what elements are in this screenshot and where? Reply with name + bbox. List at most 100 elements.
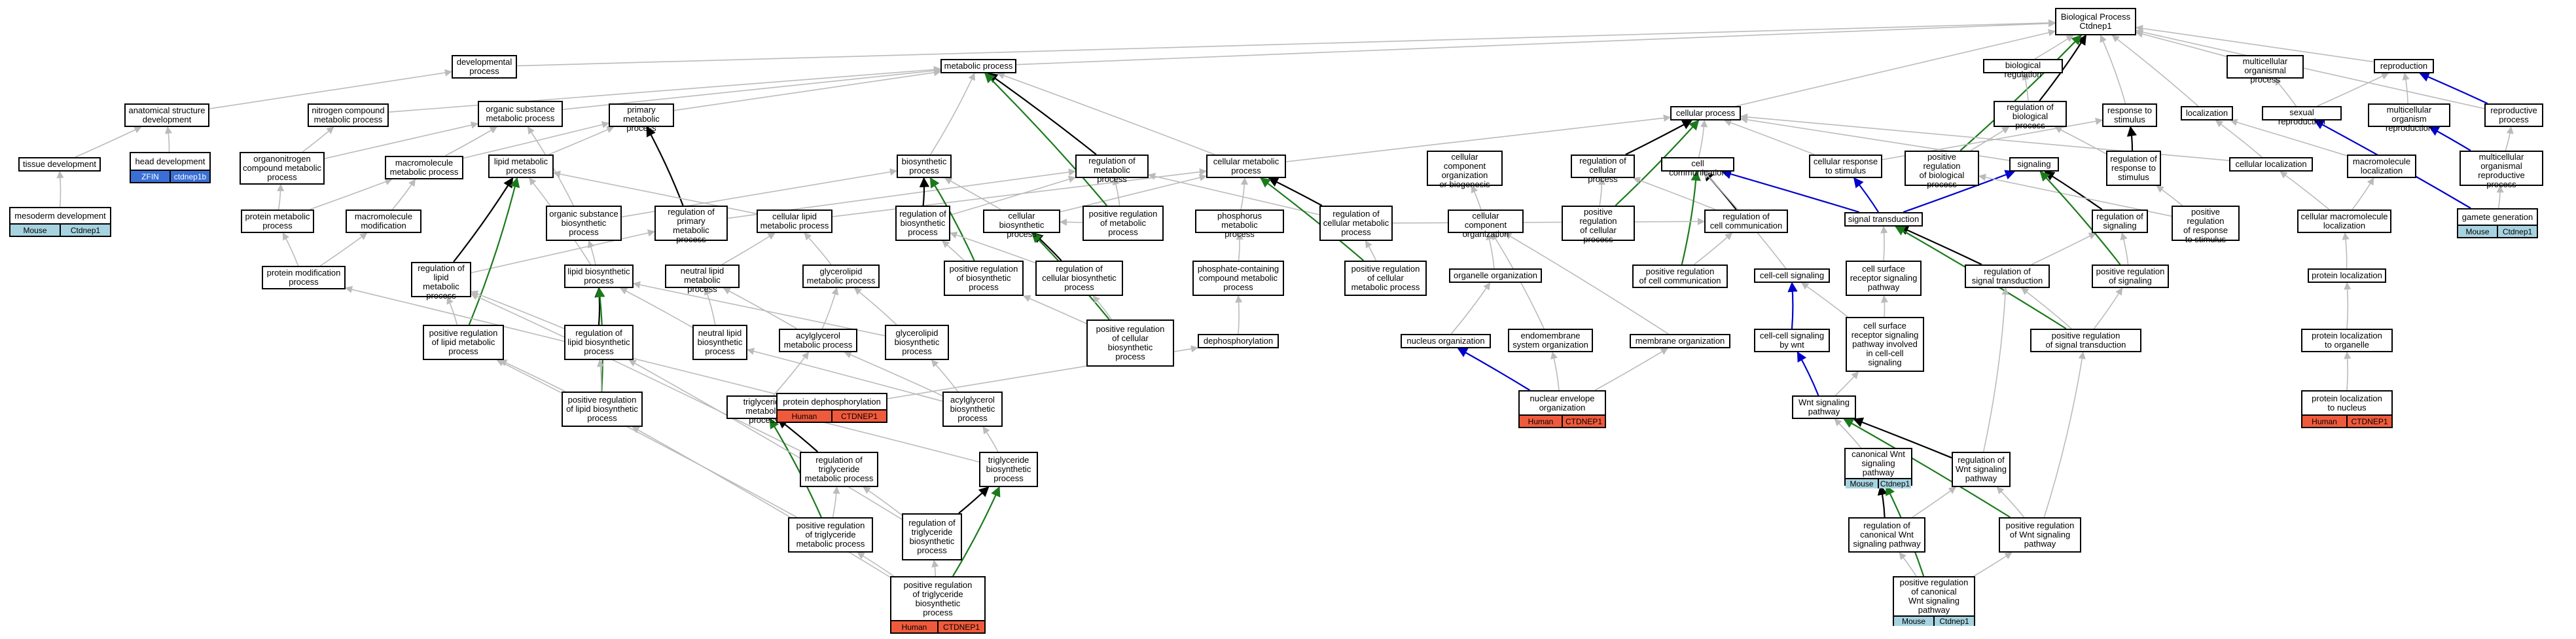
go-term-rlbp[interactable]: regulation of lipid biosynthetic process (564, 325, 634, 360)
go-term-ploc[interactable]: protein localization (2308, 268, 2386, 283)
go-term-mor[interactable]: multicellular organism reproduction (2368, 103, 2450, 133)
go-term-prcmp[interactable]: positive regulation of cellular metaboli… (1344, 261, 1427, 296)
go-term-rtgmp[interactable]: regulation of triglyceride metabolic pro… (800, 452, 878, 487)
go-term-ccs[interactable]: cell-cell signaling (1754, 268, 1830, 283)
go-term-cbsp[interactable]: cellular biosynthetic process (983, 210, 1060, 239)
go-term-phmp[interactable]: phosphorus metabolic process (1195, 210, 1284, 239)
go-term-rst[interactable]: regulation of signal transduction (1965, 265, 2050, 288)
go-term-ccsw[interactable]: cell-cell signaling by wnt (1754, 329, 1830, 352)
go-term-mmmod[interactable]: macromolecule modification (346, 210, 421, 233)
go-term-memorg[interactable]: membrane organization (1630, 334, 1730, 348)
go-term-plorg[interactable]: protein localization to organelle (2301, 329, 2393, 352)
go-term-osm[interactable]: organic substance metabolic process (478, 101, 563, 127)
go-term-csrwnt[interactable]: cell surface receptor signaling pathway … (1846, 317, 1924, 372)
go-term-rmp[interactable]: regulation of metabolic process (1075, 155, 1149, 184)
go-term-wnt[interactable]: Wnt signaling pathway (1792, 395, 1856, 419)
go-term-nucorg[interactable]: nucleus organization (1401, 334, 1491, 348)
go-term-rsig[interactable]: regulation of signaling (2092, 210, 2148, 233)
go-term-sexrep[interactable]: sexual reproduction (2262, 106, 2342, 126)
go-term-nlbp[interactable]: neutral lipid biosynthetic process (692, 325, 747, 360)
go-term-lmp[interactable]: lipid metabolic process (488, 155, 554, 178)
go-term-met[interactable]: metabolic process (940, 59, 1016, 73)
go-term-nlmp[interactable]: neutral lipid metabolic process (665, 265, 740, 294)
go-term-pmod[interactable]: protein modification process (262, 266, 346, 289)
go-term-prst[interactable]: positive regulation of signal transducti… (2030, 329, 2141, 352)
go-term-st[interactable]: signal transduction (1844, 212, 1923, 227)
go-term-prsig[interactable]: positive regulation of signaling (2092, 265, 2169, 288)
go-term-prmp[interactable]: protein metabolic process (241, 210, 314, 233)
go-term-prrs[interactable]: positive regulation of response to stimu… (2172, 206, 2240, 244)
go-term-rlmp[interactable]: regulation of lipid metabolic process (411, 262, 471, 301)
go-term-dev[interactable]: developmental process (452, 55, 517, 79)
go-term-reproproc[interactable]: reproductive process (2484, 103, 2543, 127)
go-term-glmp[interactable]: glycerolipid metabolic process (802, 265, 880, 288)
go-term-tdev[interactable]: tissue development (18, 157, 101, 172)
go-term-prtgmp[interactable]: positive regulation of triglyceride meta… (788, 517, 873, 553)
go-term-bioreg[interactable]: biological regulation (1983, 59, 2063, 79)
go-term-rcp[interactable]: regulation of cellular process (1571, 155, 1635, 184)
go-term-asd[interactable]: anatomical structure development (124, 103, 209, 127)
go-term-repro[interactable]: reproduction (2374, 59, 2434, 73)
go-term-cmp[interactable]: cellular metabolic process (1206, 155, 1286, 178)
go-term-cp[interactable]: cellular process (1670, 106, 1741, 120)
go-term-crs[interactable]: cellular response to stimulus (1809, 155, 1882, 178)
go-term-tgbp[interactable]: triglyceride biosynthetic process (979, 452, 1038, 487)
go-term-sig[interactable]: signaling (2009, 157, 2059, 172)
go-term-lbp[interactable]: lipid biosynthetic process (564, 265, 634, 288)
go-term-pmp[interactable]: primary metabolic process (609, 103, 674, 133)
go-term-ccorg[interactable]: cellular component organization (1448, 210, 1524, 239)
go-term-prcc[interactable]: positive regulation of cell communicatio… (1632, 265, 1728, 288)
go-term-clmp[interactable]: cellular lipid metabolic process (757, 210, 832, 233)
go-term-csrsp[interactable]: cell surface receptor signaling pathway (1846, 261, 1922, 296)
go-term-rcbsp[interactable]: regulation of cellular biosynthetic proc… (1035, 261, 1123, 296)
go-term-prcbsp[interactable]: positive regulation of cellular biosynth… (1086, 320, 1174, 367)
go-term-pccmp[interactable]: phosphate-containing compound metabolic … (1192, 261, 1284, 296)
go-term-ncm[interactable]: nitrogen compound metabolic process (308, 103, 389, 127)
go-term-prcwnt[interactable]: positive regulation of canonical Wnt sig… (1893, 576, 1975, 626)
go-term-rcc[interactable]: regulation of cell communication (1704, 210, 1788, 233)
go-term-rbp[interactable]: regulation of biological process (1994, 101, 2067, 130)
go-term-prlmp[interactable]: positive regulation of lipid metabolic p… (423, 325, 504, 360)
go-term-mmp[interactable]: macromolecule metabolic process (385, 156, 463, 179)
go-term-rcwnt[interactable]: regulation of canonical Wnt signaling pa… (1848, 517, 1925, 553)
go-term-orgorg[interactable]: organelle organization (1449, 268, 1542, 283)
go-term-cloc[interactable]: cellular localization (2229, 157, 2313, 172)
go-term-agmp[interactable]: acylglycerol metabolic process (779, 329, 857, 352)
go-term-bp[interactable]: Biological Process Ctdnep1 (2055, 8, 2136, 35)
go-term-cc[interactable]: cell communication (1661, 157, 1734, 177)
go-term-esorg[interactable]: endomembrane system organization (1508, 329, 1593, 352)
go-term-rts[interactable]: response to stimulus (2102, 103, 2157, 127)
go-term-rbsp[interactable]: regulation of biosynthetic process (895, 206, 950, 241)
go-term-prcp[interactable]: positive regulation of cellular process (1562, 206, 1635, 244)
go-term-prtgbp[interactable]: positive regulation of triglyceride bios… (890, 576, 986, 634)
go-term-mmloc[interactable]: macromolecule localization (2347, 155, 2416, 178)
go-term-osbp[interactable]: organic substance biosynthetic process (546, 206, 622, 241)
go-term-bsp[interactable]: biosynthetic process (897, 155, 952, 178)
go-term-ccob[interactable]: cellular component organization or bioge… (1427, 151, 1503, 189)
go-term-prmetp[interactable]: positive regulation of metabolic process (1082, 206, 1164, 241)
go-term-glbp[interactable]: glycerolipid biosynthetic process (885, 325, 949, 360)
go-term-morp[interactable]: multicellular organismal reproductive pr… (2460, 151, 2543, 189)
go-term-loc[interactable]: localization (2181, 106, 2233, 120)
go-term-cmmloc[interactable]: cellular macromolecule localization (2297, 210, 2391, 233)
go-term-agbp[interactable]: acylglycerol biosynthetic process (942, 392, 1003, 427)
go-term-mop[interactable]: multicellular organismal process (2227, 55, 2304, 84)
go-term-ocm[interactable]: organonitrogen compound metabolic proces… (240, 152, 325, 185)
go-term-prbsp[interactable]: positive regulation of biosynthetic proc… (944, 261, 1024, 296)
go-term-rwnt[interactable]: regulation of Wnt signaling pathway (1952, 452, 2011, 487)
go-term-prwnt[interactable]: positive regulation of Wnt signaling pat… (1999, 517, 2081, 553)
go-term-prlbp[interactable]: positive regulation of lipid biosyntheti… (562, 392, 643, 427)
go-term-rcmp[interactable]: regulation of cellular metabolic process (1319, 206, 1393, 241)
go-term-prbp[interactable]: positive regulation of biological proces… (1905, 151, 1979, 189)
go-term-rtgbp[interactable]: regulation of triglyceride biosynthetic … (902, 513, 962, 560)
go-term-rpmp[interactable]: regulation of primary metabolic process (654, 206, 728, 244)
go-term-dephos[interactable]: dephosphorylation (1198, 334, 1279, 348)
go-term-rrs[interactable]: regulation of response to stimulus (2106, 151, 2161, 186)
